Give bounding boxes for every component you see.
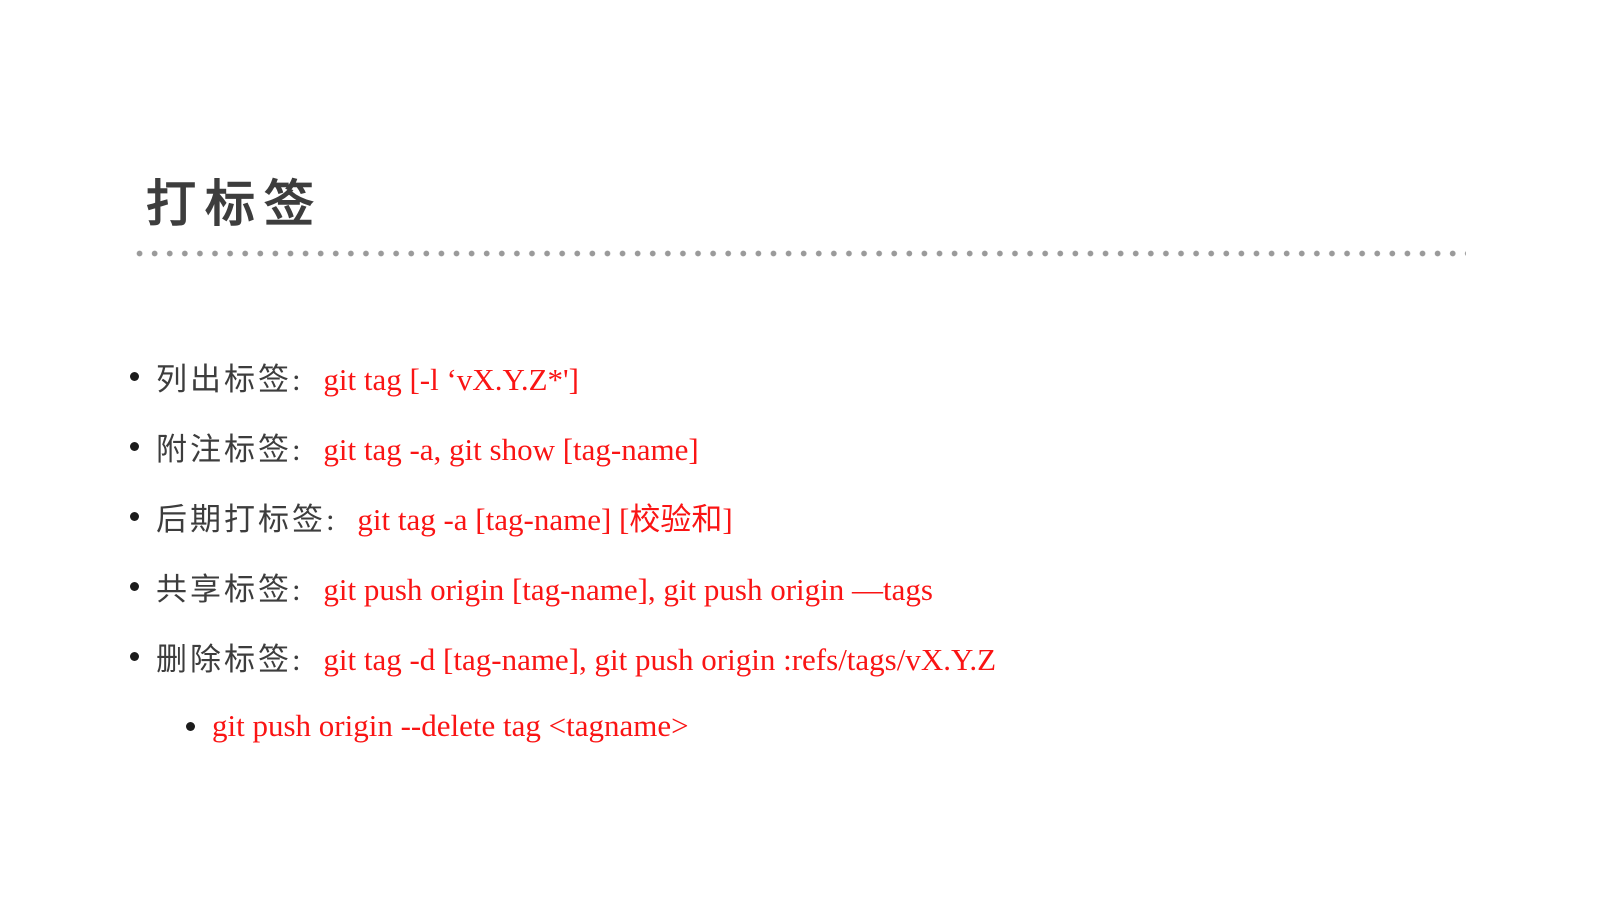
item-command: git tag -a [tag-name] [校验和] <box>357 501 733 537</box>
bullet-icon <box>130 511 139 521</box>
list-item-text: git push origin --delete tag <tagname> <box>212 708 689 744</box>
item-label: 共享标签: <box>156 571 315 607</box>
item-command: git tag -d [tag-name], git push origin :… <box>323 641 997 677</box>
list-item-text: 列出标签: git tag [-l ‘vX.Y.Z*'] <box>156 354 579 399</box>
item-label: 删除标签: <box>156 641 315 677</box>
item-label: 列出标签: <box>156 361 315 397</box>
item-command: git tag -a, git show [tag-name] <box>323 431 699 467</box>
list-item: 列出标签: git tag [-l ‘vX.Y.Z*'] <box>130 341 996 411</box>
page-title: 打标签 <box>146 175 323 232</box>
list-item-text: 附注标签: git tag -a, git show [tag-name] <box>156 424 699 469</box>
list-item: 后期打标签: git tag -a [tag-name] [校验和] <box>130 481 996 551</box>
list-item: 共享标签: git push origin [tag-name], git pu… <box>130 551 996 621</box>
item-command: git tag [-l ‘vX.Y.Z*'] <box>323 361 579 397</box>
bullet-list: 列出标签: git tag [-l ‘vX.Y.Z*'] 附注标签: git t… <box>130 341 996 761</box>
bullet-icon <box>130 371 139 381</box>
bullet-icon <box>130 651 139 661</box>
list-item-text: 后期打标签: git tag -a [tag-name] [校验和] <box>156 494 733 539</box>
item-label: 后期打标签: <box>156 501 349 537</box>
bullet-icon <box>130 581 139 591</box>
list-item-text: 删除标签: git tag -d [tag-name], git push or… <box>156 634 996 679</box>
item-command: git push origin --delete tag <tagname> <box>212 708 689 743</box>
list-item-text: 共享标签: git push origin [tag-name], git pu… <box>156 564 933 609</box>
bullet-icon <box>186 721 195 731</box>
bullet-icon <box>130 441 139 451</box>
list-subitem: git push origin --delete tag <tagname> <box>130 691 996 761</box>
list-item: 删除标签: git tag -d [tag-name], git push or… <box>130 621 996 691</box>
item-command: git push origin [tag-name], git push ori… <box>323 571 933 607</box>
dotted-divider <box>132 249 1466 258</box>
list-item: 附注标签: git tag -a, git show [tag-name] <box>130 411 996 481</box>
item-label: 附注标签: <box>156 431 315 467</box>
